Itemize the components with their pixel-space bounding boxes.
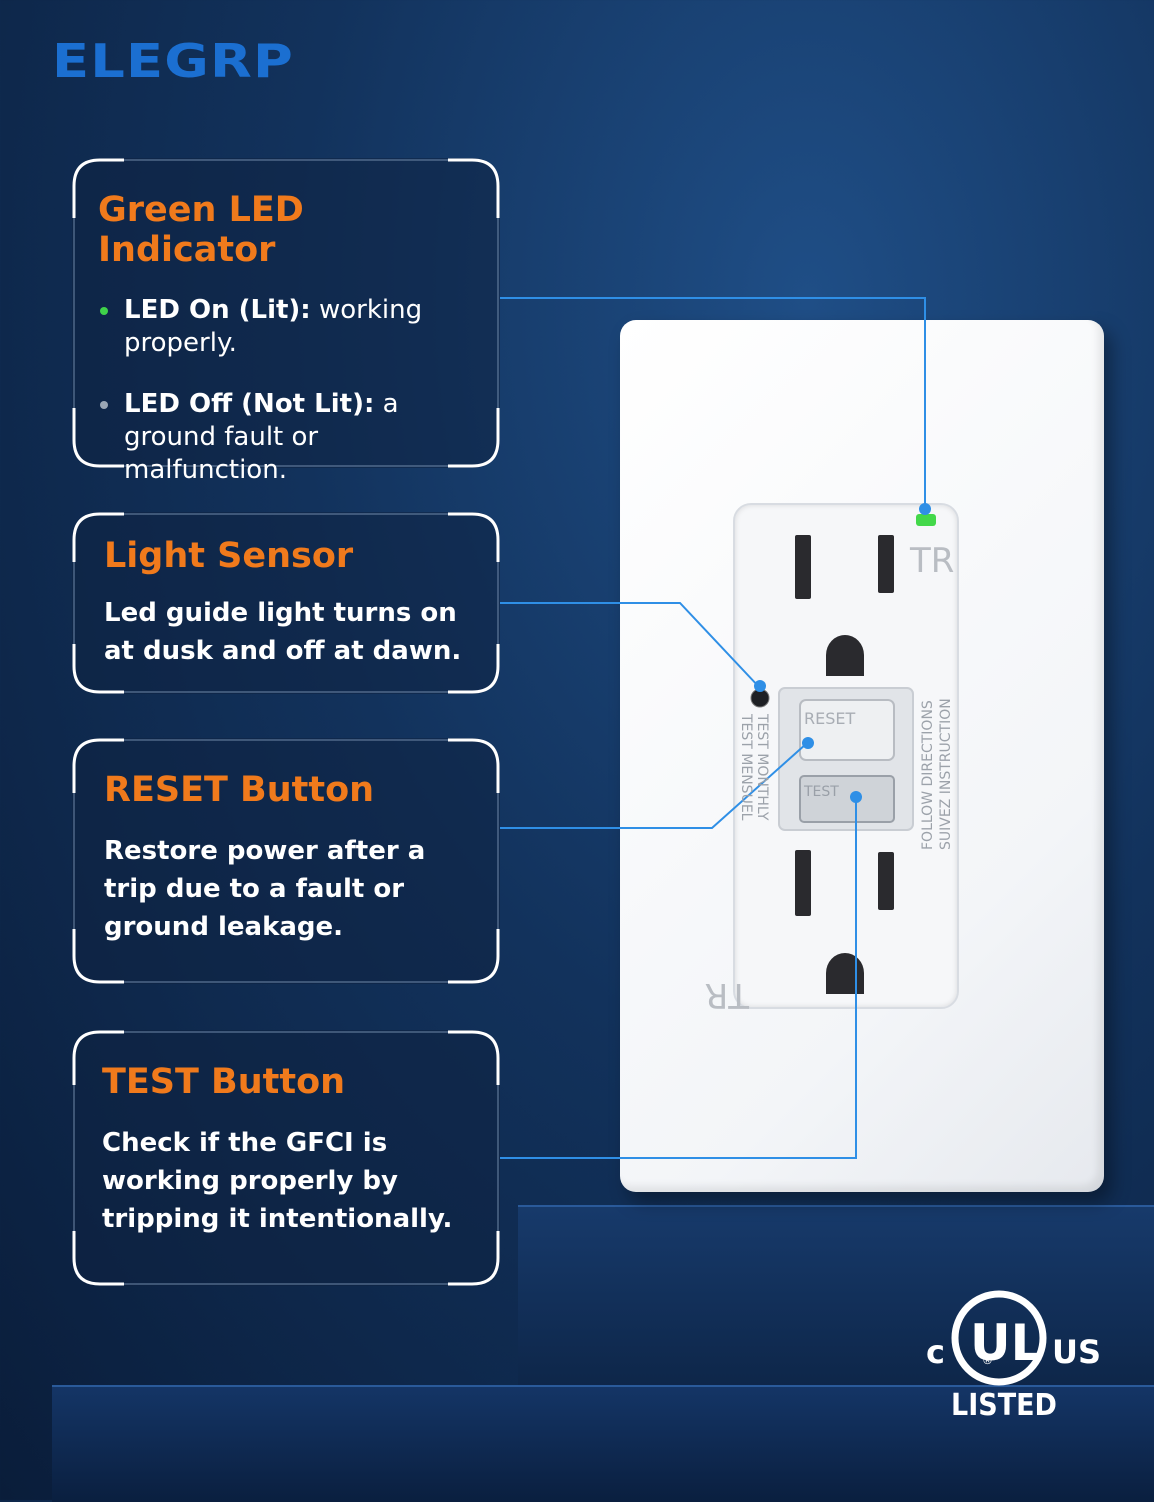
brand-logo: ELEGRP bbox=[52, 34, 294, 88]
callout-text: Check if the GFCI is working properly by… bbox=[102, 1128, 453, 1234]
pedestal-upper bbox=[518, 1205, 1154, 1397]
ul-listed-label: LISTED bbox=[951, 1388, 1057, 1423]
callout-title: TEST Button bbox=[102, 1062, 346, 1102]
bullet-term: LED Off (Not Lit): bbox=[124, 389, 375, 419]
pedestal-lower bbox=[52, 1385, 1154, 1502]
callout-reset-button: RESET Button Restore power after a trip … bbox=[72, 738, 500, 984]
gfci-outlet bbox=[733, 503, 959, 1009]
callout-title: RESET Button bbox=[104, 770, 375, 810]
list-item: LED On (Lit): working properly. bbox=[98, 294, 480, 360]
callout-green-led-indicator: Green LED Indicator LED On (Lit): workin… bbox=[72, 158, 500, 485]
ul-us-mark: US bbox=[1052, 1333, 1102, 1371]
callout-light-sensor: Light Sensor Led guide light turns on at… bbox=[72, 512, 500, 694]
list-item: LED Off (Not Lit): a ground fault or mal… bbox=[98, 388, 480, 487]
bullet-term: LED On (Lit): bbox=[124, 295, 311, 325]
callout-title: Light Sensor bbox=[104, 536, 354, 576]
callout-test-button: TEST Button Check if the GFCI is working… bbox=[72, 1030, 500, 1286]
callout-text: Restore power after a trip due to a faul… bbox=[104, 836, 426, 942]
ul-c-mark: c bbox=[926, 1333, 945, 1371]
callout-title: Green LED Indicator bbox=[98, 190, 304, 270]
bullet-text: working properly. bbox=[124, 295, 423, 358]
led-status-list: LED On (Lit): working properly. LED Off … bbox=[98, 294, 480, 487]
callout-text: Led guide light turns on at dusk and off… bbox=[104, 598, 462, 666]
bullet-text: a ground fault or malfunction. bbox=[124, 389, 399, 485]
green-bullet-icon bbox=[100, 307, 108, 315]
gray-bullet-icon bbox=[100, 401, 108, 409]
